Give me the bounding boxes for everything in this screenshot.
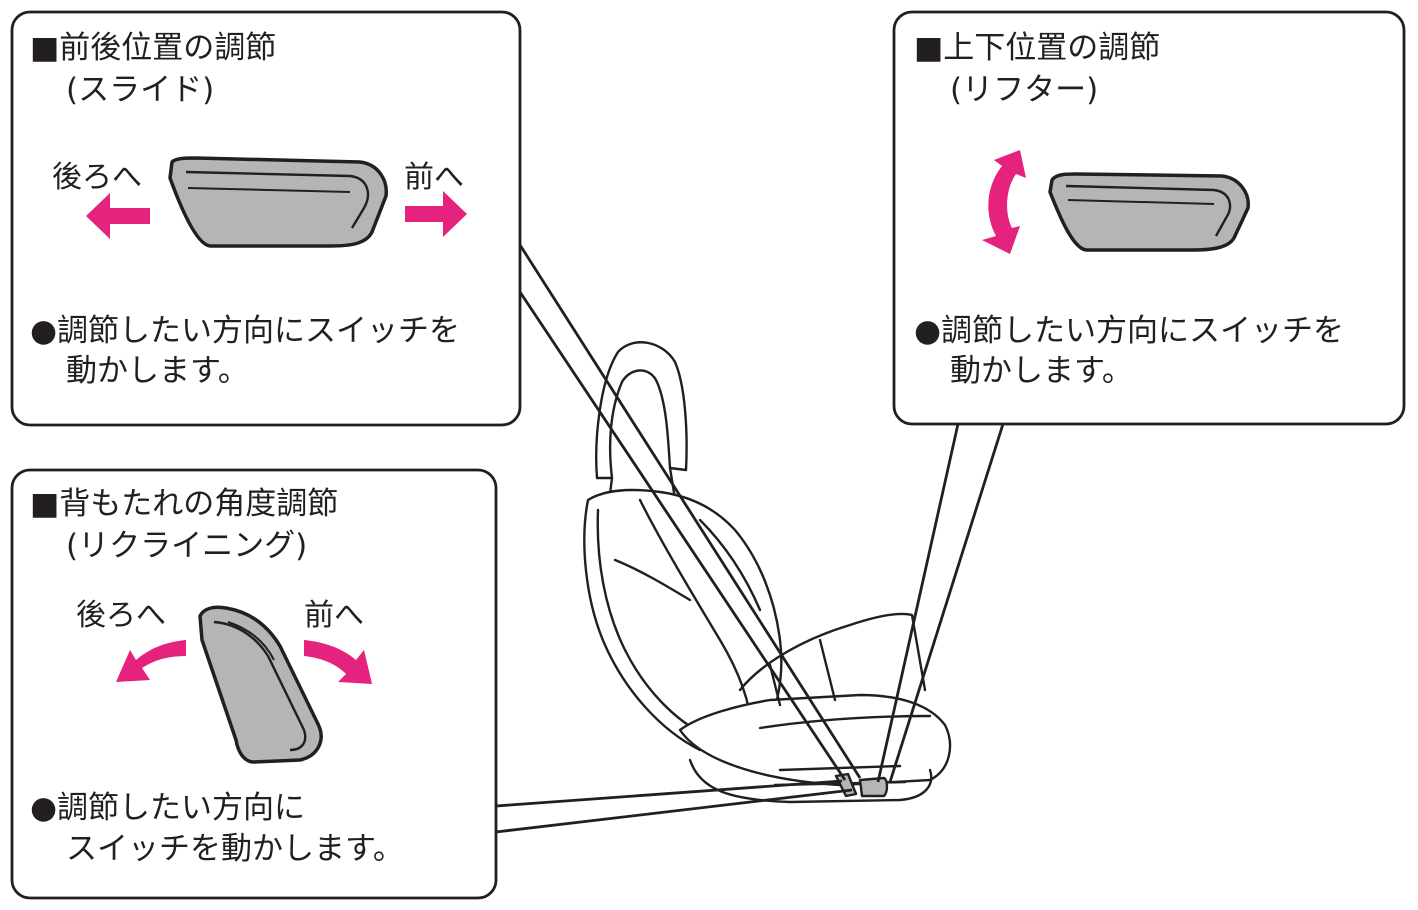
panel-lifter-note-line2: 動かします。 [950,353,1133,389]
panel-lifter-title: ■上下位置の調節 [914,30,1161,66]
panel-recline-subtitle: (リクライニング) [66,528,308,564]
recline-switch-icon [198,605,323,764]
panel-slide-title: ■前後位置の調節 [30,30,277,66]
panel-recline-note-line2: スイッチを動かします。 [66,831,404,867]
panel-slide-note-line1: ●調節したい方向にスイッチを [30,313,461,349]
panel-lifter-subtitle: (リフター) [950,72,1099,108]
panel-recline-note-line1: ●調節したい方向に [30,790,306,826]
slide-forward-label: 前へ [404,160,464,195]
lifter-updown-arrow [982,150,1026,254]
slide-forward-arrow [405,191,467,237]
recline-forward-label: 前へ [304,598,364,633]
panel-frames [10,10,1406,900]
slide-back-label: 後ろへ [52,160,142,195]
recline-forward-arrow [304,640,372,684]
panel-slide-subtitle: (スライド) [66,72,215,108]
panel-lifter-note-line1: ●調節したい方向にスイッチを [914,313,1345,349]
slide-back-arrow [86,193,150,239]
recline-back-label: 後ろへ [76,598,166,633]
panel-slide-note-line2: 動かします。 [66,353,249,389]
recline-back-arrow [116,640,186,682]
lifter-switch-icon [1048,172,1250,252]
slide-switch-icon [168,156,388,248]
panel-recline-title: ■背もたれの角度調節 [30,486,339,522]
leader-lines [495,244,1005,834]
